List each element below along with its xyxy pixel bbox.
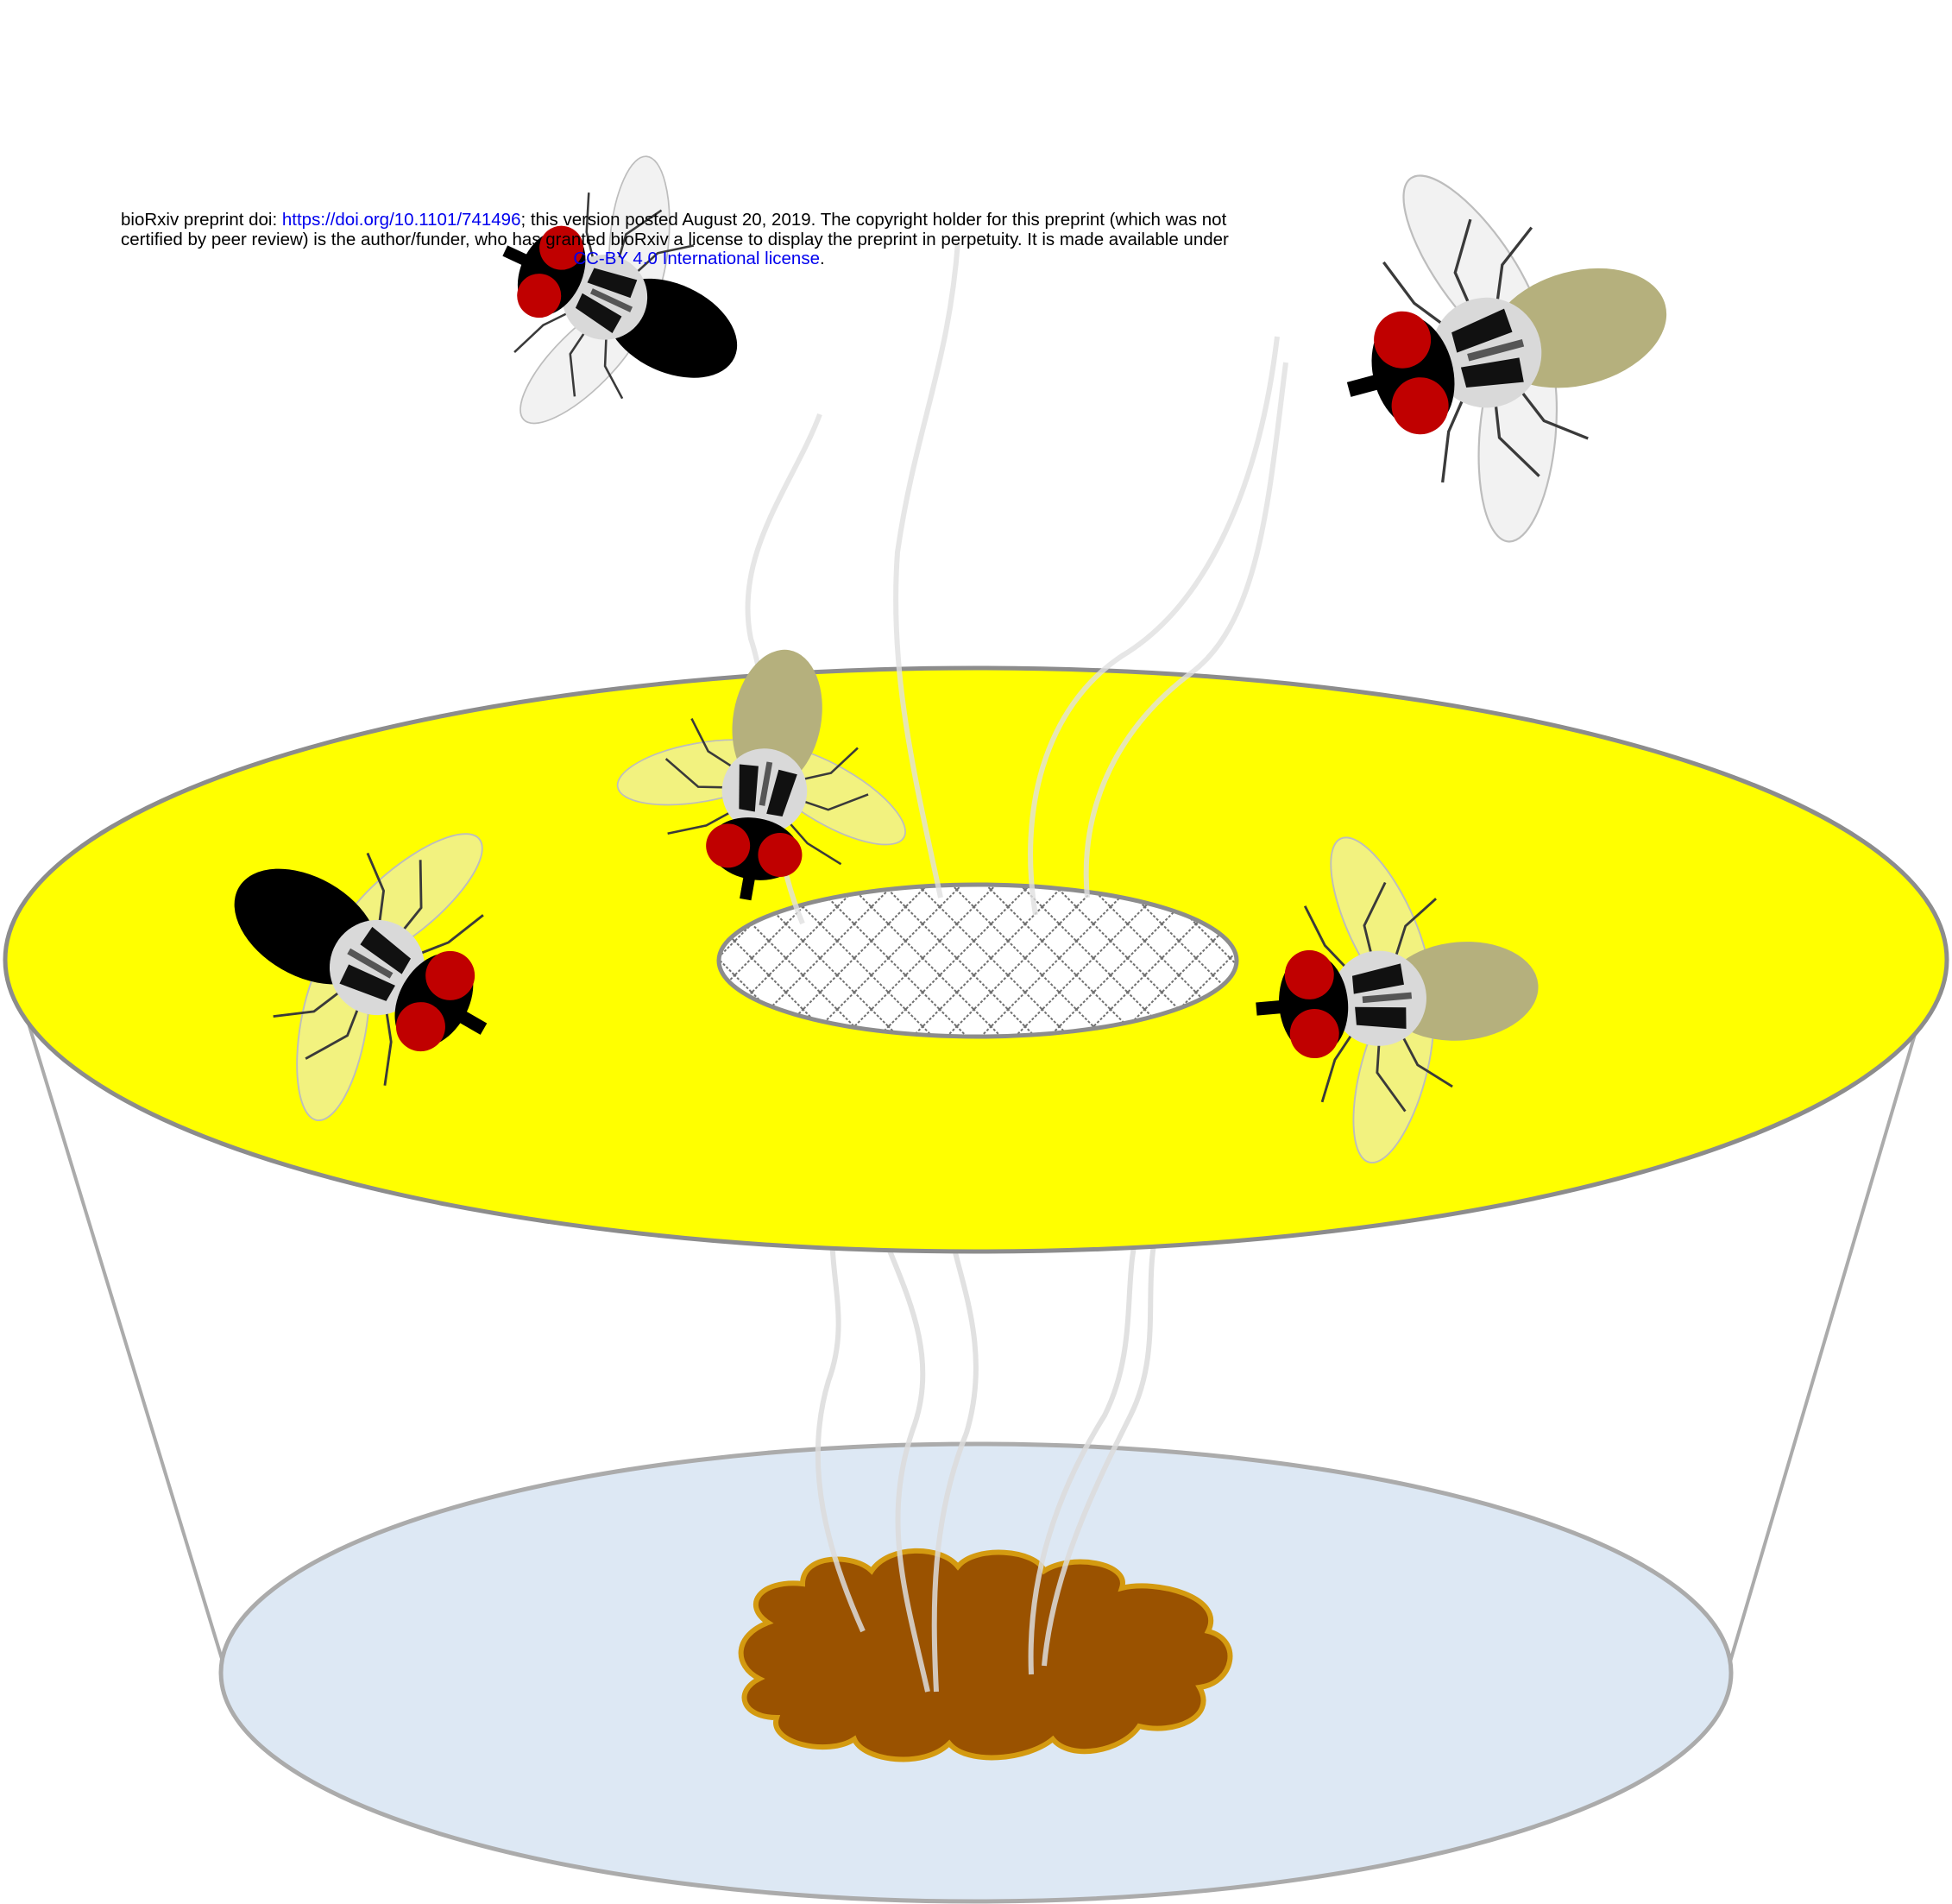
- header-line-3: CC-BY 4.0 International license.: [121, 249, 1277, 269]
- header-line1-rest: ; this version posted August 20, 2019. T…: [520, 210, 1226, 230]
- license-link[interactable]: CC-BY 4.0 International license: [573, 249, 820, 268]
- header-suffix: .: [820, 249, 825, 268]
- doi-link[interactable]: https://doi.org/10.1101/741496: [282, 210, 521, 230]
- preprint-header: bioRxiv preprint doi: https://doi.org/10…: [121, 211, 1277, 269]
- header-line-2: certified by peer review) is the author/…: [121, 230, 1277, 250]
- header-line-1: bioRxiv preprint doi: https://doi.org/10…: [121, 211, 1277, 230]
- fly-top-right: [1297, 110, 1717, 583]
- fly-top-center: [439, 110, 800, 498]
- header-prefix: bioRxiv preprint doi:: [121, 210, 282, 230]
